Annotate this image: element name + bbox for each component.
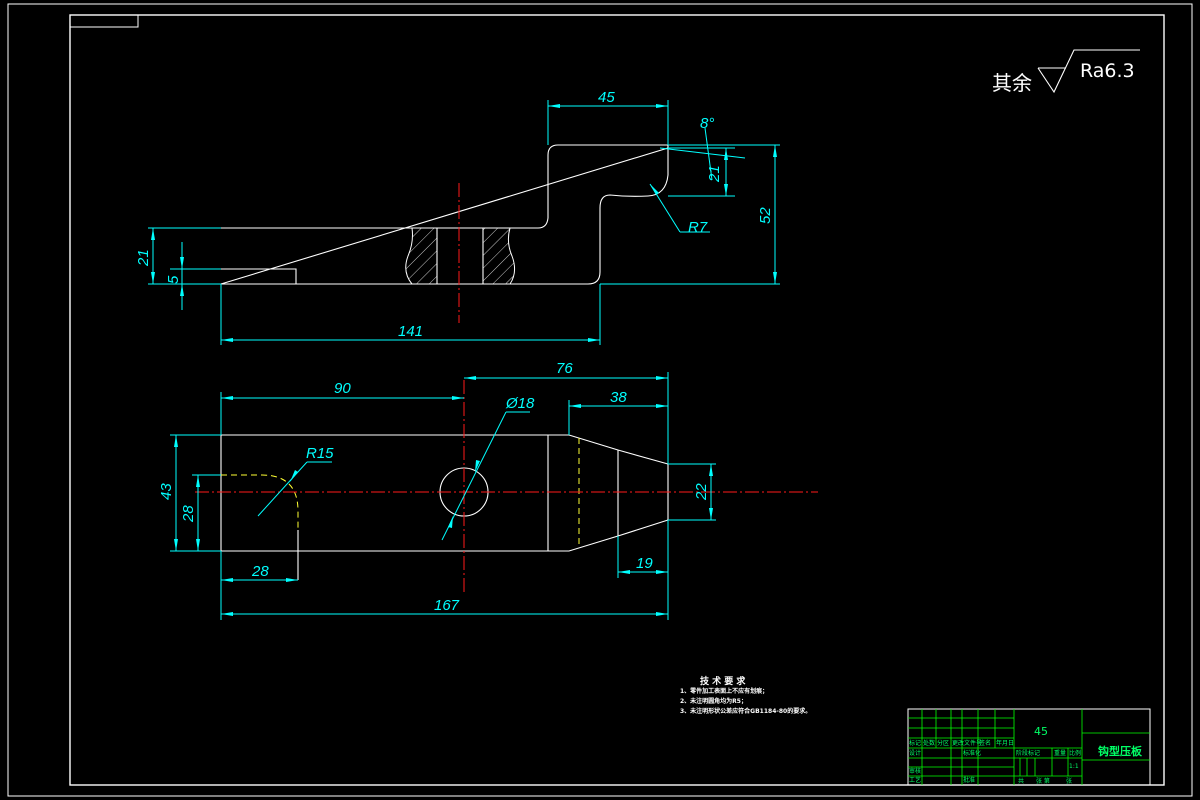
dim-52: 52	[757, 207, 774, 224]
tb-scale: 1:1	[1069, 763, 1079, 770]
tb-date: 年月日	[996, 739, 1014, 747]
tech-requirements: 技 术 要 求 1、零件加工表面上不应有划痕； 2、未注明圆角均为R5； 3、未…	[680, 675, 811, 715]
dim-dia18: Ø18	[505, 395, 535, 412]
surface-finish-symbol: 其余 Ra6.3	[992, 49, 1140, 95]
front-view	[220, 144, 669, 323]
dim-19: 19	[636, 555, 653, 572]
tb-material: 45	[1034, 725, 1048, 738]
code-box	[69, 14, 139, 28]
top-view-outline	[220, 434, 669, 552]
dim-43: 43	[158, 483, 175, 500]
finish-value: Ra6.3	[1080, 60, 1135, 82]
tech-title: 技 术 要 求	[700, 675, 746, 687]
tb-sheet-end: 张	[1066, 777, 1072, 785]
front-view-outline	[220, 144, 669, 285]
tb-standardize: 标准化	[963, 749, 981, 757]
dim-28-vertical: 28	[180, 505, 197, 523]
tech-item-2: 2、未注明圆角均为R5；	[680, 697, 747, 705]
tb-zone: 分区	[937, 739, 949, 747]
tb-change-doc: 更改文件号	[952, 739, 982, 747]
tb-sheet-total: 共	[1018, 777, 1024, 785]
tb-process: 工艺	[909, 776, 921, 784]
tech-item-3: 3、未注明形状公差应符合GB1184-80的要求。	[680, 707, 811, 715]
dim-90: 90	[334, 380, 351, 397]
tb-stage-mark: 阶段标记	[1016, 749, 1040, 757]
dim-21-step: 21	[706, 165, 723, 183]
tb-approve: 批准	[963, 776, 975, 784]
tb-review: 审核	[909, 767, 921, 775]
tb-count: 处数	[923, 739, 935, 747]
tb-design: 设计	[909, 749, 921, 757]
dim-21-left: 21	[135, 249, 152, 267]
tb-sheet-no: 张 第	[1036, 777, 1050, 785]
dim-45: 45	[598, 89, 615, 106]
tb-part-name: 钩型压板	[1098, 744, 1143, 758]
finish-prefix: 其余	[992, 71, 1032, 95]
dim-167: 167	[434, 597, 460, 614]
dim-r7: R7	[688, 219, 708, 236]
dim-76: 76	[556, 360, 573, 377]
dim-5: 5	[165, 275, 182, 284]
dim-38: 38	[610, 389, 627, 406]
tb-sign: 签名	[979, 739, 991, 747]
tb-mark: 标记	[909, 739, 921, 747]
dim-angle-8: 8°	[700, 115, 714, 132]
dim-22: 22	[693, 483, 710, 501]
top-dimensions: 90 76 38 Ø18 R15 43 2	[158, 360, 716, 620]
inner-frame	[69, 14, 1165, 786]
title-block: 标记 处数 分区 更改文件号 签名 年月日 设计 标准化 审核 工艺 批准 阶段…	[907, 708, 1151, 786]
tb-ratio: 比例	[1069, 749, 1081, 757]
dim-r15: R15	[306, 445, 334, 462]
front-dimensions: 45 8° 21 52 R7 21 5	[135, 89, 780, 345]
dim-28-horizontal: 28	[251, 563, 269, 580]
outer-frame	[7, 3, 1193, 797]
tb-weight: 重量	[1054, 749, 1066, 757]
dim-141: 141	[398, 323, 423, 340]
tech-item-1: 1、零件加工表面上不应有划痕；	[680, 687, 768, 695]
